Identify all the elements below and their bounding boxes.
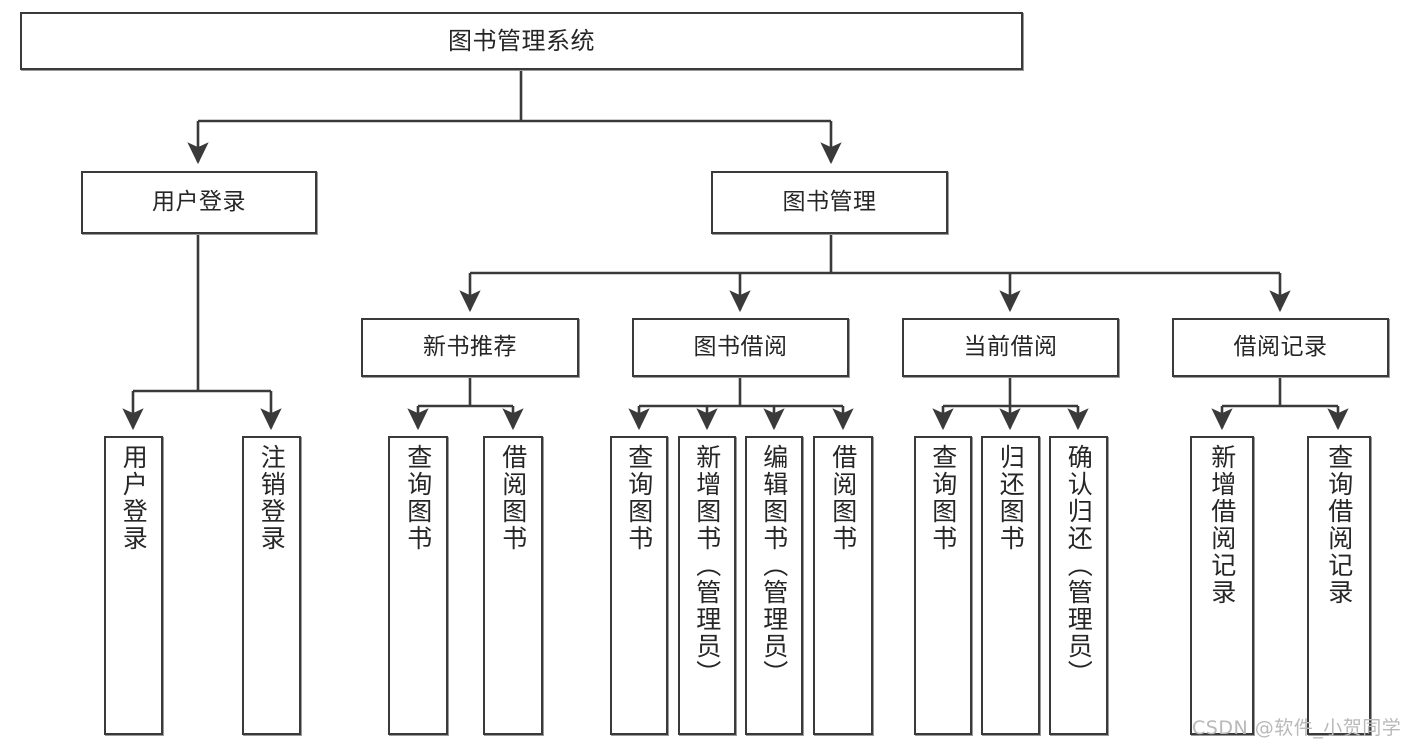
leaf-current-query[interactable]: 查询图书 bbox=[914, 436, 972, 735]
node-label: 新增借阅记录 bbox=[1207, 444, 1237, 606]
node-label: 用户登录 bbox=[152, 188, 246, 215]
watermark-text: CSDN @软件_小贺同学 bbox=[1192, 717, 1402, 739]
node-book-management[interactable]: 图书管理 bbox=[711, 171, 948, 234]
node-label: 图书管理系统 bbox=[448, 26, 595, 55]
leaf-new-book-borrow[interactable]: 借阅图书 bbox=[483, 436, 543, 735]
leaf-confirm-return-admin[interactable]: 确认归还（管理员） bbox=[1049, 436, 1108, 735]
node-label: 当前借阅 bbox=[963, 333, 1058, 360]
node-label: 新增图书（管理员） bbox=[692, 444, 722, 687]
leaf-user-login[interactable]: 用户登录 bbox=[104, 436, 163, 735]
node-user-login[interactable]: 用户登录 bbox=[81, 171, 317, 234]
node-label: 归还图书 bbox=[996, 444, 1026, 552]
node-label: 查询图书 bbox=[403, 444, 433, 552]
leaf-book-edit-admin[interactable]: 编辑图书（管理员） bbox=[745, 436, 803, 735]
leaf-return-book[interactable]: 归还图书 bbox=[981, 436, 1040, 735]
node-label: 确认归还（管理员） bbox=[1064, 444, 1094, 687]
node-label: 图书借阅 bbox=[693, 333, 788, 360]
node-label: 注销登录 bbox=[257, 444, 287, 552]
leaf-query-borrow-record[interactable]: 查询借阅记录 bbox=[1307, 436, 1371, 735]
node-label: 借阅记录 bbox=[1233, 333, 1328, 360]
leaf-add-borrow-record[interactable]: 新增借阅记录 bbox=[1190, 436, 1254, 735]
node-label: 查询图书 bbox=[928, 444, 958, 552]
leaf-new-book-query[interactable]: 查询图书 bbox=[388, 436, 448, 735]
node-label: 查询借阅记录 bbox=[1324, 444, 1354, 606]
node-root-system[interactable]: 图书管理系统 bbox=[20, 12, 1023, 70]
node-book-borrow[interactable]: 图书借阅 bbox=[632, 318, 849, 377]
node-label: 借阅图书 bbox=[498, 444, 528, 552]
node-label: 编辑图书（管理员） bbox=[759, 444, 789, 687]
node-current-borrow[interactable]: 当前借阅 bbox=[902, 318, 1119, 377]
node-label: 新书推荐 bbox=[423, 333, 517, 360]
leaf-logout[interactable]: 注销登录 bbox=[242, 436, 301, 735]
leaf-book-borrow-action[interactable]: 借阅图书 bbox=[813, 436, 873, 735]
leaf-book-add-admin[interactable]: 新增图书（管理员） bbox=[678, 436, 736, 735]
leaf-book-borrow-query[interactable]: 查询图书 bbox=[610, 436, 668, 735]
node-label: 借阅图书 bbox=[828, 444, 858, 552]
node-label: 查询图书 bbox=[624, 444, 654, 552]
node-label: 图书管理 bbox=[782, 188, 877, 215]
node-borrow-record[interactable]: 借阅记录 bbox=[1172, 318, 1389, 377]
node-label: 用户登录 bbox=[119, 444, 149, 552]
node-new-book-recommend[interactable]: 新书推荐 bbox=[361, 318, 579, 377]
